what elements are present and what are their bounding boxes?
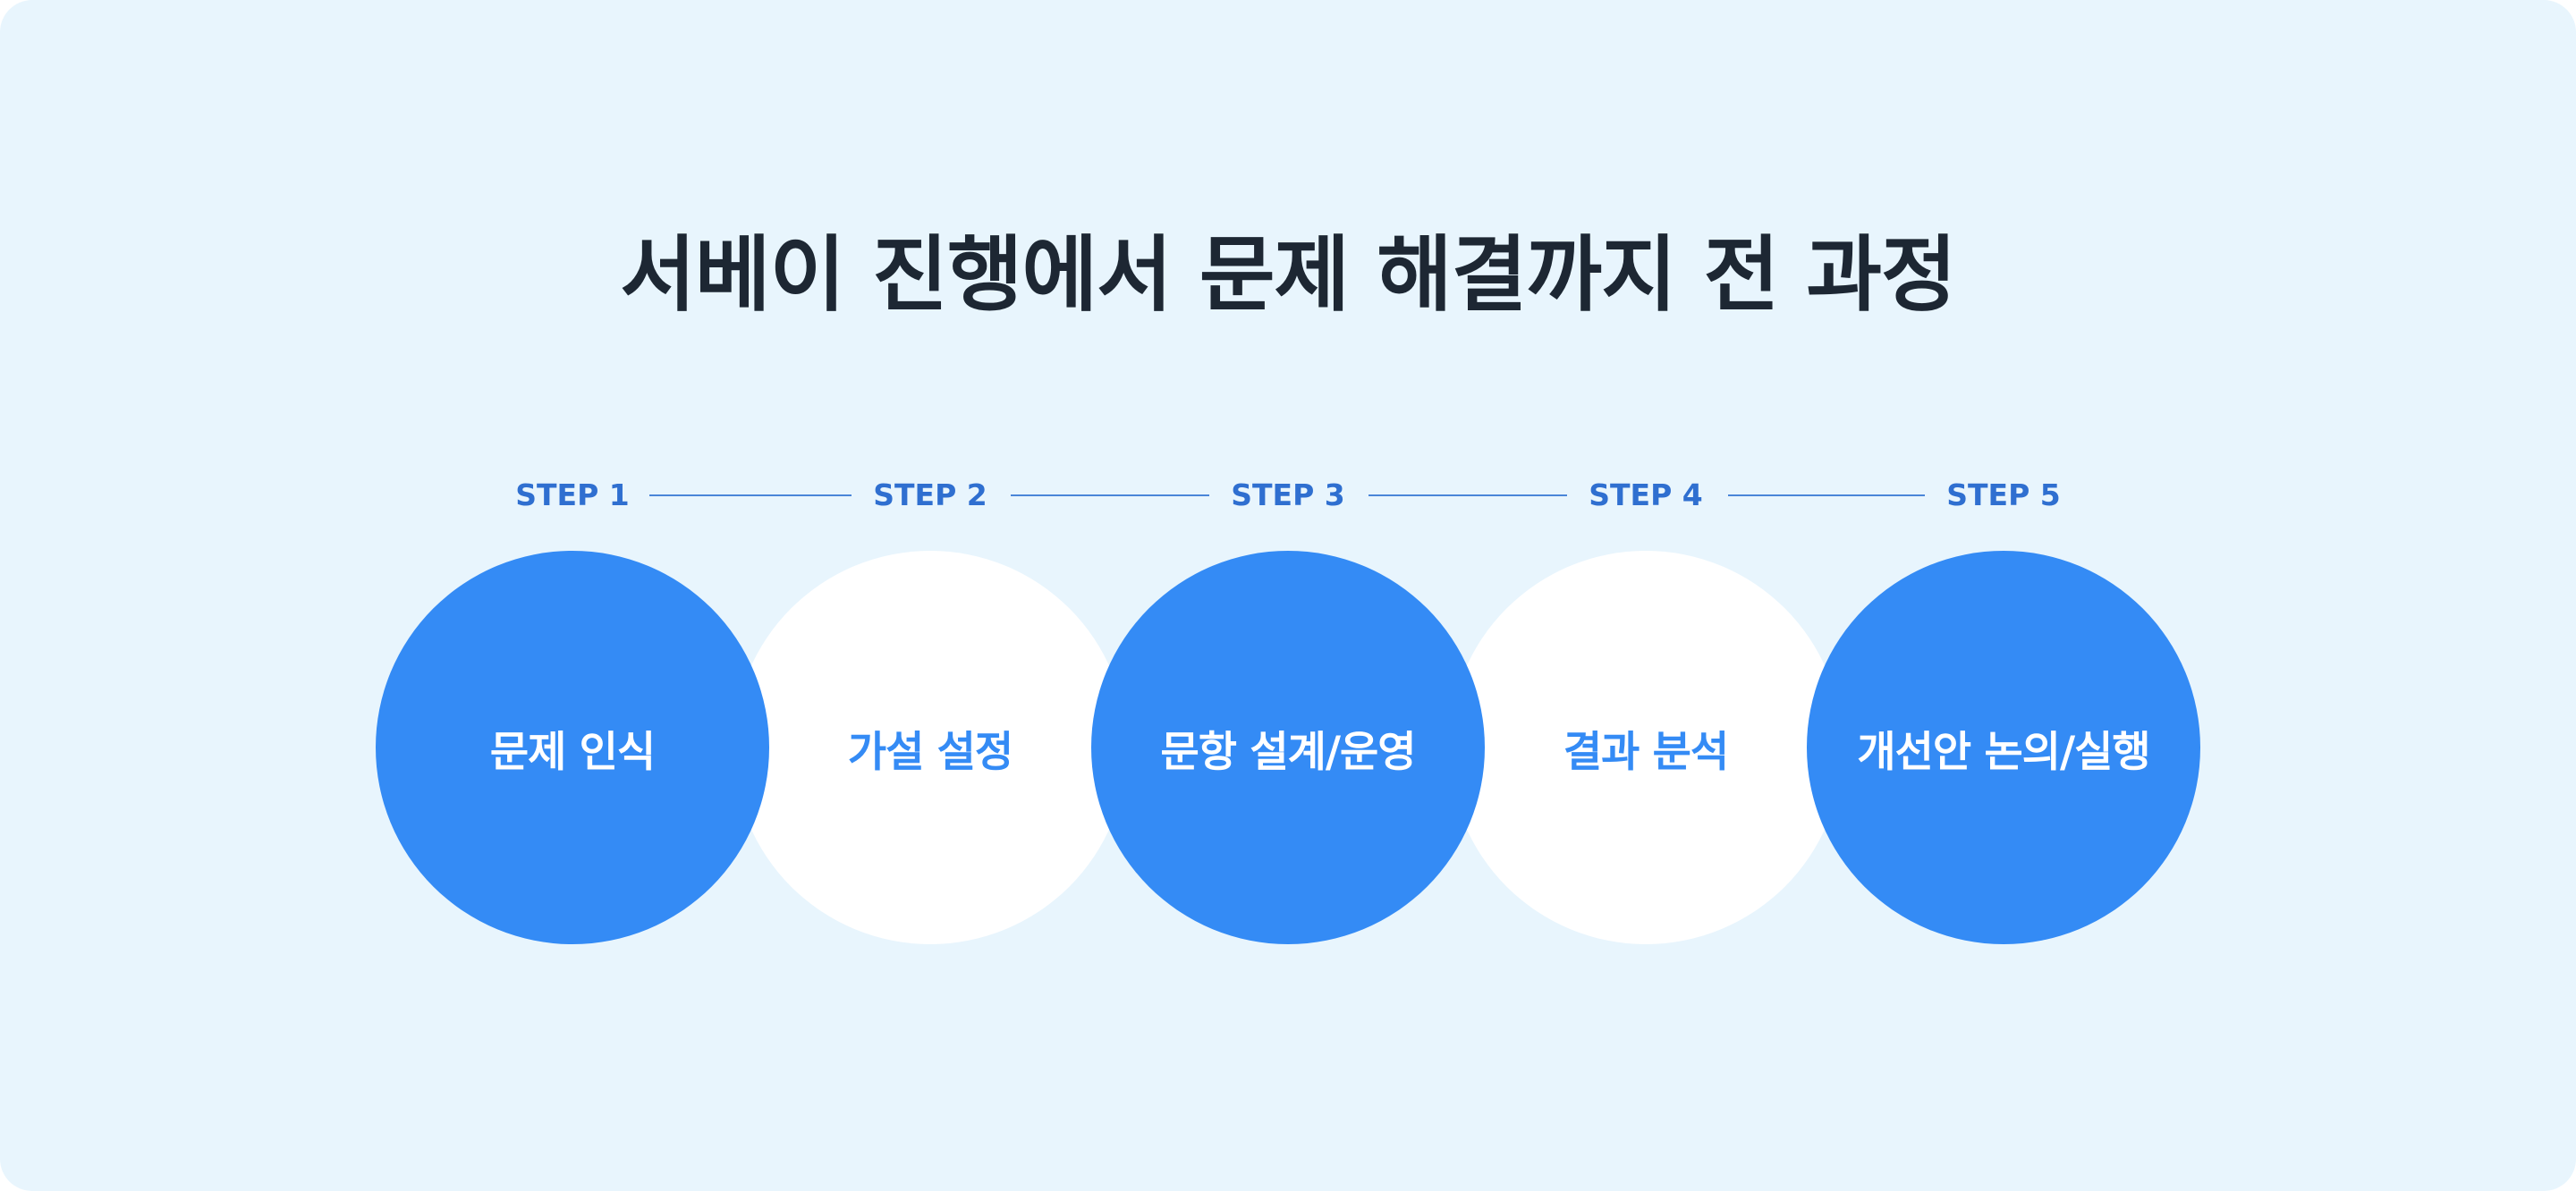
step-1-circle: 문제 인식 xyxy=(376,551,769,944)
step-3-circle: 문항 설계/운영 xyxy=(1091,551,1485,944)
page-title: 서베이 진행에서 문제 해결까지 전 과정 xyxy=(620,227,1956,323)
step-connector-3-4 xyxy=(1368,494,1567,496)
step-4-circle: 결과 분석 xyxy=(1449,551,1843,944)
step-1-text: 문제 인식 xyxy=(489,727,656,777)
step-2-label: STEP 2 xyxy=(873,477,987,512)
step-4-text: 결과 분석 xyxy=(1563,727,1729,777)
step-5-text: 개선안 논의/실행 xyxy=(1857,727,2150,777)
step-1-label: STEP 1 xyxy=(515,477,630,512)
step-4-label: STEP 4 xyxy=(1589,477,1703,512)
step-connector-1-2 xyxy=(649,494,852,496)
step-5-circle: 개선안 논의/실행 xyxy=(1807,551,2200,944)
step-5-label: STEP 5 xyxy=(1946,477,2061,512)
step-2-circle: 가설 설정 xyxy=(733,551,1127,944)
step-2-text: 가설 설정 xyxy=(847,727,1013,777)
step-3-text: 문항 설계/운영 xyxy=(1160,727,1417,777)
step-3-label: STEP 3 xyxy=(1231,477,1345,512)
step-connector-2-3 xyxy=(1011,494,1209,496)
step-connector-4-5 xyxy=(1728,494,1925,496)
